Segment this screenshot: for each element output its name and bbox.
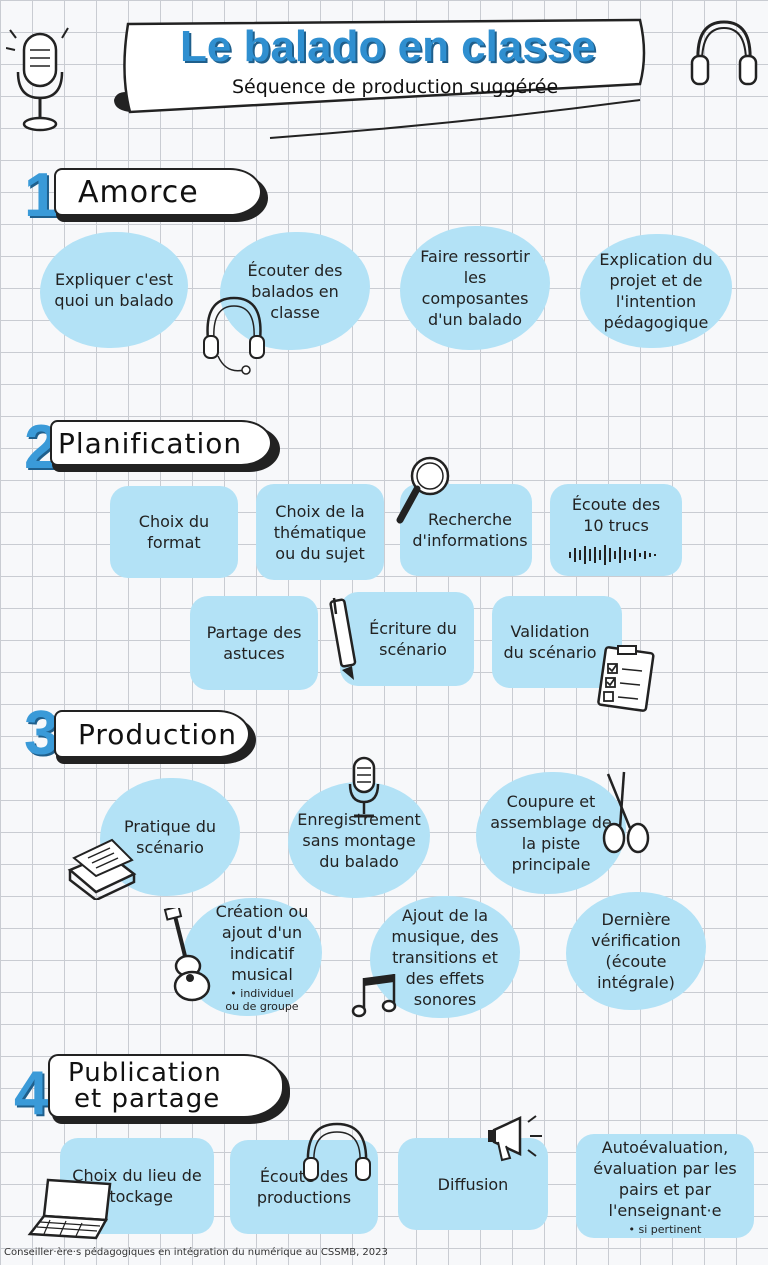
headphones-icon (690, 20, 758, 86)
step-bubble: Explication du projet et de l'intention … (580, 234, 732, 348)
step-bubble: Recherche d'informations (400, 484, 532, 576)
step-bubble: Choix du format (110, 486, 238, 578)
step-bubble: Partage des astuces (190, 596, 318, 690)
step-note: • si pertinent (628, 1222, 702, 1236)
page-title: Le balado en classe (180, 22, 596, 71)
laptop-icon (27, 1178, 112, 1240)
scissors-icon (602, 771, 650, 854)
footer-credit: Conseiller·ère·s pédagogiques en intégra… (4, 1247, 388, 1258)
music-note-icon (351, 974, 397, 1018)
section-title: Amorce (54, 168, 262, 216)
page-subtitle: Séquence de production suggérée (232, 76, 559, 98)
section-number: 1 (24, 161, 59, 230)
step-bubble: Écoute des 10 trucs (550, 484, 682, 576)
checklist-icon (597, 645, 655, 712)
section-title: Production (54, 710, 250, 758)
microphone-icon (348, 756, 380, 818)
step-bubble: Écouter des balados en classe (220, 232, 370, 350)
title-scroll (114, 18, 646, 139)
papers-icon (67, 838, 137, 900)
microphone-icon (6, 27, 69, 132)
step-bubble: Dernière vérification (écoute intégrale) (566, 892, 706, 1010)
megaphone-icon (488, 1115, 542, 1162)
pen-icon (329, 597, 357, 680)
step-note: • individuel ou de groupe (225, 987, 299, 1013)
step-bubble: Validation du scénario (492, 596, 622, 688)
step-bubble: Faire ressortir les composantes d'un bal… (400, 226, 550, 350)
section-number: 4 (14, 1059, 49, 1128)
soundwave-icon (569, 545, 656, 565)
section-title: Planification (50, 420, 272, 466)
step-bubble: Écriture du scénario (340, 592, 474, 686)
section-title: Publication et partage (48, 1054, 284, 1118)
step-bubble: Choix de la thématique ou du sujet (256, 484, 384, 580)
guitar-icon (163, 908, 211, 1002)
magnifier-icon (396, 456, 450, 524)
step-bubble: Autoévaluation, évaluation par les pairs… (576, 1134, 754, 1238)
section-number: 3 (24, 699, 59, 768)
step-bubble: Coupure et assemblage de la piste princi… (476, 772, 626, 894)
headphones-icon (303, 1122, 371, 1181)
step-bubble: Expliquer c'est quoi un balado (40, 232, 188, 348)
headphones-icon (203, 296, 265, 375)
step-bubble: Diffusion (398, 1138, 548, 1230)
